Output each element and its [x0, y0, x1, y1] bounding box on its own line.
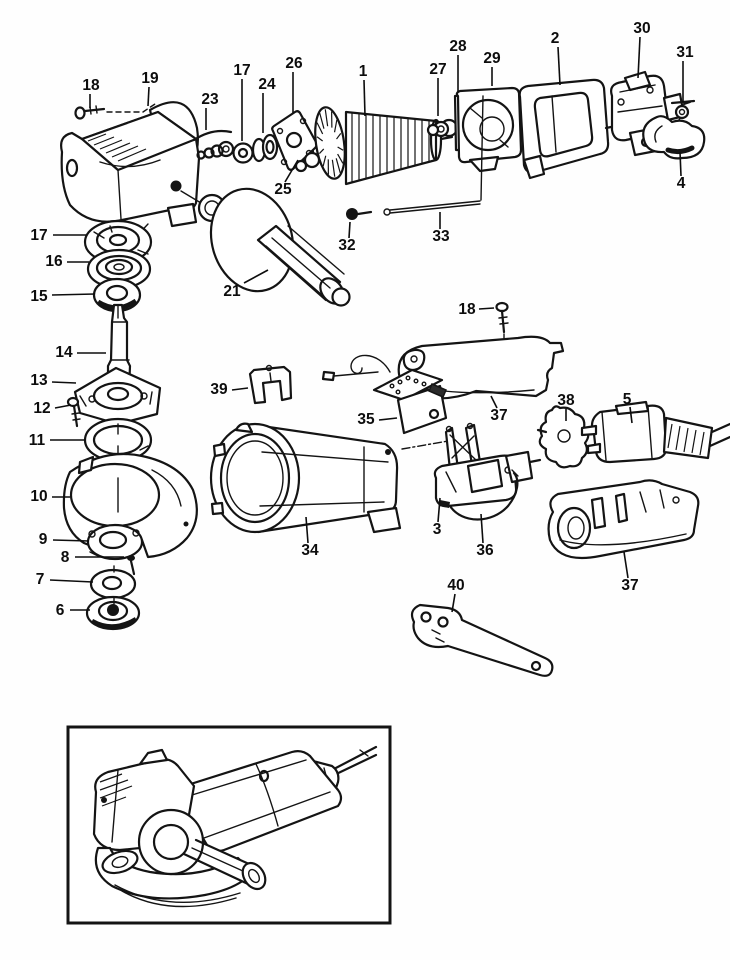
callout-leader-25 — [284, 159, 299, 183]
callout-28: 28 — [449, 38, 467, 55]
part-inner-flange-9 — [86, 523, 144, 561]
callout-18: 18 — [458, 301, 476, 318]
assembled-view-inset — [66, 725, 392, 925]
callout-6: 6 — [56, 602, 65, 619]
callout-leader-39 — [231, 387, 249, 391]
part-cone-set-23 — [192, 129, 235, 160]
callout-1: 1 — [359, 63, 368, 80]
callout-leader-4 — [679, 151, 682, 177]
part-brush-box-39 — [248, 364, 293, 405]
callout-leader-21 — [243, 269, 269, 284]
part-rod-33 — [383, 95, 484, 216]
callout-leader-34 — [305, 516, 309, 544]
callout-35: 35 — [357, 411, 375, 428]
part-motor-housing-34 — [209, 422, 449, 534]
callout-18: 18 — [82, 77, 100, 94]
part-wrench-40 — [410, 603, 554, 677]
part-screw-12 — [66, 396, 81, 428]
callout-26: 26 — [285, 55, 303, 72]
callout-leader-32 — [348, 221, 351, 239]
callout-40: 40 — [447, 577, 464, 594]
callout-17: 17 — [30, 227, 47, 244]
part-screw-18-top — [74, 103, 156, 120]
callout-leader-7 — [49, 579, 94, 583]
callout-leader-37 — [490, 395, 498, 409]
callout-34: 34 — [301, 542, 319, 559]
part-bearing-17-top — [232, 142, 254, 164]
callout-10: 10 — [30, 488, 47, 505]
callout-31: 31 — [676, 44, 694, 61]
part-bottom-housing-37 — [547, 479, 700, 560]
part-washer-7 — [89, 565, 137, 600]
part-side-handle-21 — [197, 187, 351, 307]
part-screw-32 — [346, 208, 373, 220]
callout-7: 7 — [36, 571, 45, 588]
part-cord-loop-4 — [642, 115, 706, 160]
callout-3: 3 — [433, 521, 442, 538]
callout-19: 19 — [141, 70, 159, 87]
part-cord-set-5 — [580, 400, 730, 464]
callout-5: 5 — [623, 391, 632, 408]
callout-leader-5 — [629, 406, 633, 424]
callout-leader-1 — [363, 79, 366, 117]
callout-4: 4 — [677, 175, 686, 192]
part-cord-guard-38 — [536, 405, 590, 469]
callout-12: 12 — [33, 400, 50, 417]
part-ball-bearing-15 — [92, 277, 142, 313]
callout-32: 32 — [338, 237, 355, 254]
callout-37: 37 — [490, 407, 507, 424]
part-field-2 — [518, 78, 618, 180]
callout-30: 30 — [633, 20, 650, 37]
callout-leader-3 — [437, 497, 441, 523]
callout-17: 17 — [233, 62, 250, 79]
callout-16: 16 — [45, 253, 63, 270]
callout-39: 39 — [210, 381, 228, 398]
part-lever-assembly-3 — [433, 422, 542, 508]
callout-14: 14 — [55, 344, 73, 361]
callout-33: 33 — [432, 228, 450, 245]
callout-27: 27 — [429, 61, 446, 78]
callout-leader-30 — [637, 36, 641, 79]
callout-37: 37 — [621, 577, 638, 594]
callout-leader-36 — [480, 513, 484, 544]
part-gear-housing-19 — [60, 101, 202, 241]
part-screw-8 — [127, 555, 136, 576]
callout-leader-9 — [52, 539, 90, 542]
part-flange-13 — [73, 366, 162, 426]
callout-leader-37 — [623, 551, 629, 579]
part-wire-36 — [439, 469, 519, 521]
callout-leader-19 — [147, 86, 150, 107]
callout-36: 36 — [476, 542, 494, 559]
callout-23: 23 — [201, 91, 219, 108]
part-flange-nut-6 — [85, 595, 141, 631]
callout-leader-35 — [378, 417, 398, 421]
callout-29: 29 — [483, 50, 501, 67]
callout-8: 8 — [61, 549, 70, 566]
callout-leader-13 — [51, 381, 77, 384]
callout-13: 13 — [30, 372, 48, 389]
callout-leader-2 — [557, 46, 561, 86]
part-fan-baffle-29 — [455, 86, 523, 173]
callout-38: 38 — [557, 392, 575, 409]
callout-9: 9 — [39, 531, 48, 548]
callout-24: 24 — [258, 76, 276, 93]
callout-leader-15 — [51, 293, 96, 296]
callout-25: 25 — [274, 181, 292, 198]
callout-2: 2 — [551, 30, 560, 47]
part-armature-1 — [294, 106, 454, 186]
callout-leader-18 — [478, 307, 495, 310]
callout-21: 21 — [223, 283, 241, 300]
callout-15: 15 — [30, 288, 48, 305]
callout-leader-12 — [54, 404, 72, 409]
part-switch-35 — [321, 354, 448, 435]
callout-leader-40 — [451, 593, 456, 613]
callout-11: 11 — [29, 432, 46, 449]
